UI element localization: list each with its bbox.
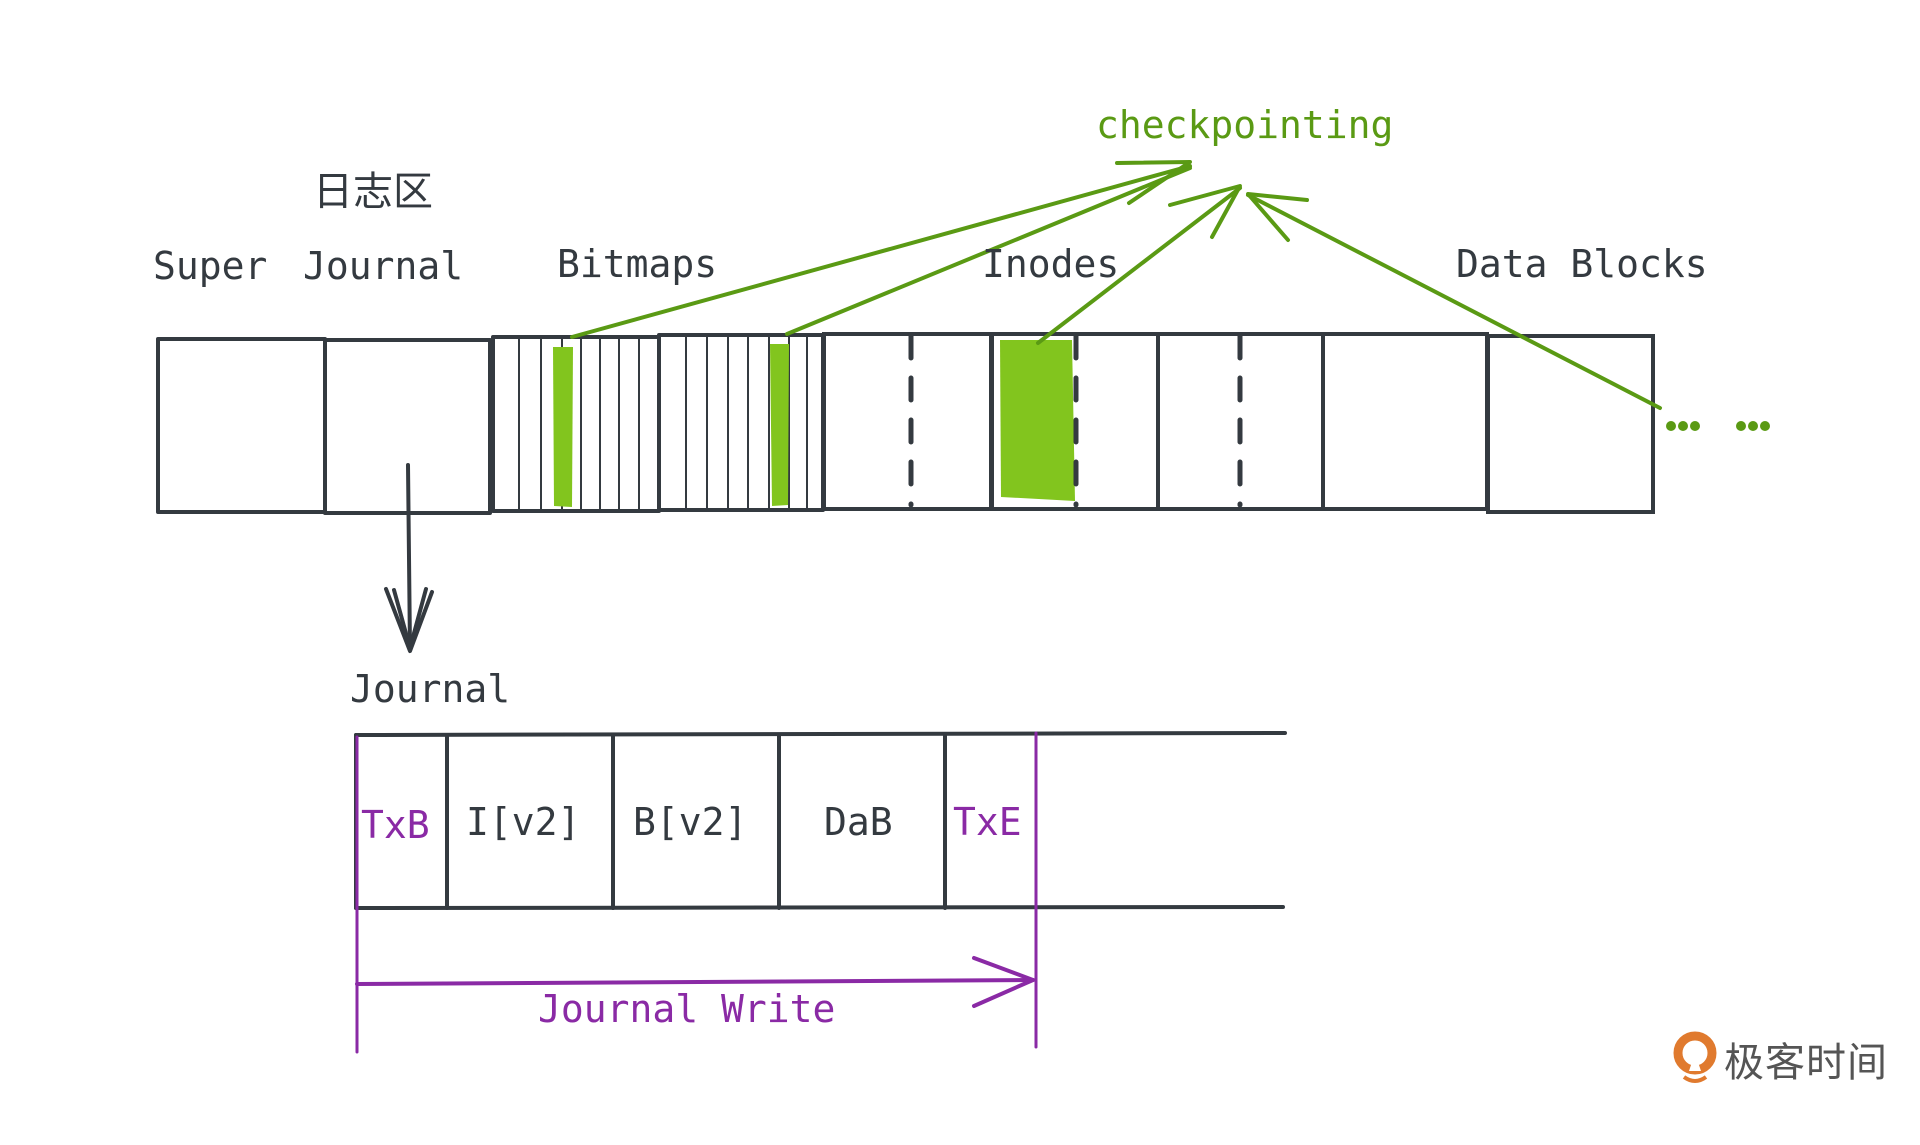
journal-write-range bbox=[355, 731, 1038, 1054]
bitmap-bit-set-1 bbox=[553, 347, 573, 507]
bitmap-bit-set-2 bbox=[770, 344, 789, 506]
journal-cell-txe: TxE bbox=[953, 800, 1022, 844]
journal-area-title: 日志区 bbox=[313, 169, 433, 215]
journal-write-arrowhead bbox=[972, 956, 1035, 1008]
data-block-1 bbox=[1321, 332, 1489, 511]
geektime-logo-icon bbox=[1673, 1031, 1717, 1083]
journal-cell-txb: TxB bbox=[361, 803, 430, 847]
journal-cell-data: DaB bbox=[824, 800, 893, 844]
journal-cell-bitmap: B[v2] bbox=[633, 800, 748, 844]
journal-cell-inode: I[v2] bbox=[466, 800, 581, 844]
label-inodes: Inodes bbox=[982, 242, 1120, 286]
label-checkpointing: checkpointing bbox=[1096, 103, 1394, 147]
bitmap-block-1-bits bbox=[518, 336, 640, 512]
bitmap-block-1 bbox=[491, 335, 661, 513]
journal-section-title: Journal bbox=[350, 667, 511, 711]
checkpoint-arrow-data bbox=[1246, 193, 1662, 410]
journal-write-arrow bbox=[355, 978, 1035, 986]
arrowhead-2 bbox=[1168, 184, 1242, 239]
label-data-blocks: Data Blocks bbox=[1456, 242, 1708, 286]
inode-block-1 bbox=[822, 332, 993, 511]
arrowhead-1 bbox=[1115, 160, 1192, 205]
journal-write-label: Journal Write bbox=[538, 987, 836, 1031]
ellipsis-dots bbox=[1666, 421, 1770, 431]
label-super: Super bbox=[153, 244, 268, 288]
checkpoint-arrow-inode bbox=[1036, 186, 1242, 345]
brand-logo: 极客时间 bbox=[1672, 1030, 1888, 1088]
journal-pointer-arrow bbox=[384, 463, 434, 653]
checkpoint-arrow-bitmap-1 bbox=[570, 164, 1192, 339]
bitmap-block-2 bbox=[657, 333, 825, 512]
checkpointing-arrows bbox=[570, 160, 1662, 410]
inode-updated bbox=[1000, 340, 1075, 501]
label-journal: Journal bbox=[303, 244, 464, 288]
super-block bbox=[156, 337, 327, 514]
bitmap-block-2-bits bbox=[685, 334, 808, 511]
data-block-2 bbox=[1486, 334, 1655, 514]
arrowhead-3 bbox=[1246, 192, 1309, 242]
checkpoint-arrow-bitmap-2 bbox=[785, 166, 1192, 336]
label-bitmaps: Bitmaps bbox=[557, 242, 718, 286]
brand-logo-text: 极客时间 bbox=[1724, 1040, 1888, 1086]
